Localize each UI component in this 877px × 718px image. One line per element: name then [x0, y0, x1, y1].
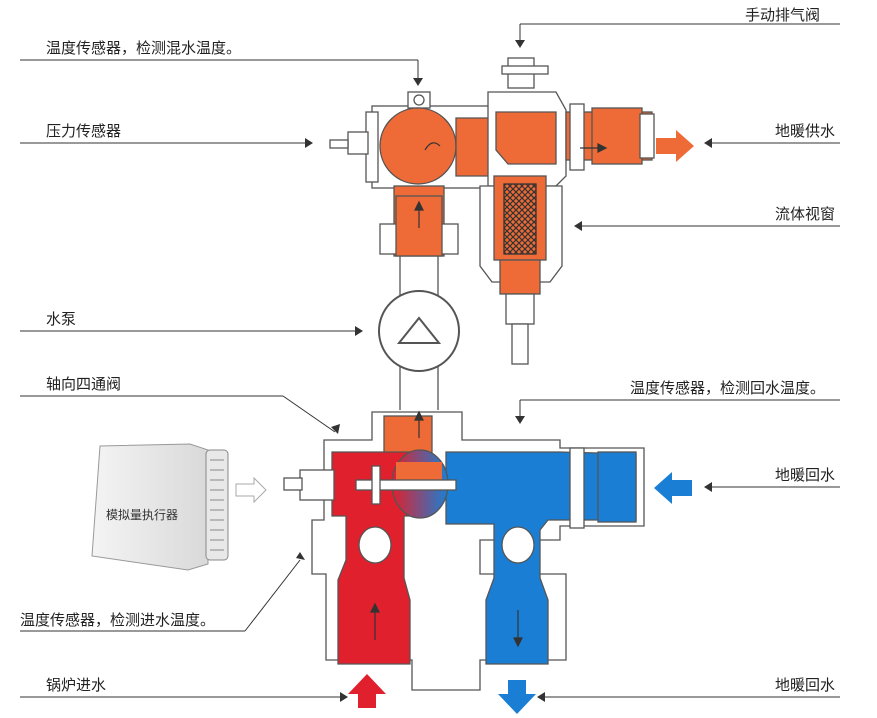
return-in-arrow: [654, 472, 692, 504]
return-out-arrow: [498, 680, 536, 714]
label-analog-actuator: 模拟量执行器: [106, 508, 179, 522]
analog-actuator: [91, 443, 267, 571]
label-pressure-sensor: 压力传感器: [46, 122, 122, 140]
label-temp-sensor-inlet: 温度传感器，检测进水温度。: [20, 611, 216, 629]
supply-out-arrow: [656, 130, 694, 162]
water-pump-icon: [378, 290, 460, 372]
label-manual-air-vent: 手动排气阀: [745, 6, 821, 24]
pump-connectors: [399, 256, 439, 410]
label-flow-window: 流体视窗: [775, 205, 836, 223]
label-temp-sensor-return: 温度传感器，检测回水温度。: [630, 379, 826, 397]
label-axial-four-way-valve: 轴向四通阀: [46, 375, 122, 393]
label-water-pump: 水泵: [46, 310, 77, 328]
label-boiler-inlet: 锅炉进水: [46, 676, 107, 694]
flow-arrows-internal: [370, 142, 608, 648]
air-vent-assembly: [479, 57, 655, 365]
leader-arrowheads: [296, 40, 712, 702]
leader-lines: [20, 23, 840, 698]
lower-valve-body: [283, 411, 645, 691]
label-floor-heating-return-out: 地暖回水: [775, 676, 836, 694]
label-floor-heating-return-in: 地暖回水: [775, 466, 836, 484]
boiler-in-arrow: [348, 674, 386, 708]
external-flow-arrows: [348, 130, 694, 714]
label-floor-heating-supply: 地暖供水: [775, 122, 836, 140]
label-temp-sensor-mix: 温度传感器，检测混水温度。: [46, 39, 242, 57]
